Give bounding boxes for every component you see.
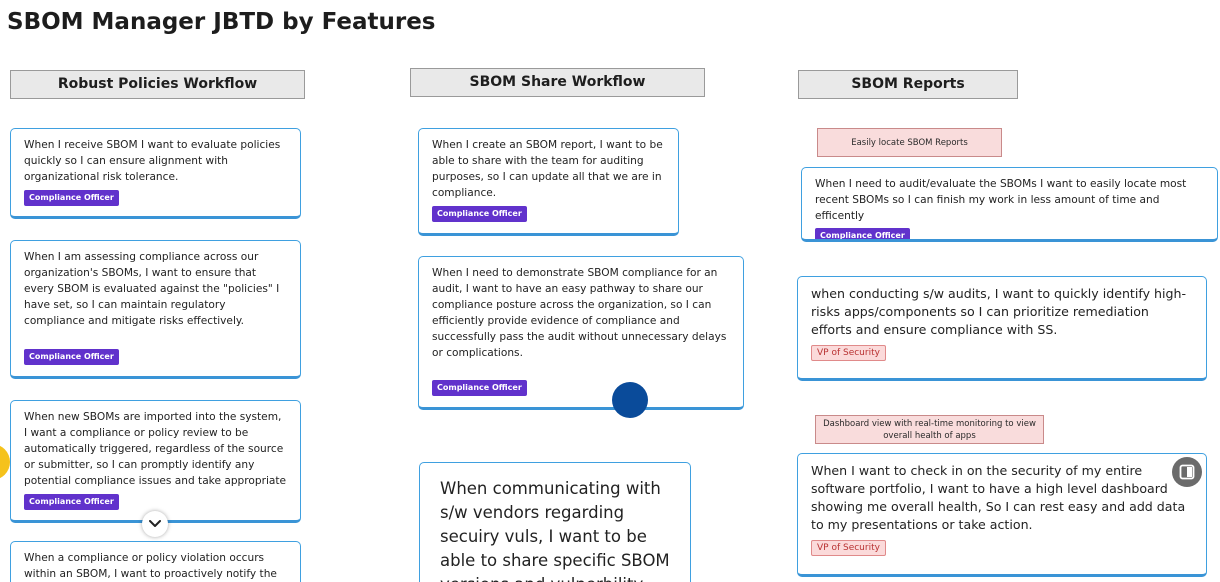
persona-tag[interactable]: Compliance Officer <box>24 190 119 206</box>
card-text: When I am assessing compliance across ou… <box>24 251 280 327</box>
side-panel-button[interactable] <box>1172 457 1202 487</box>
card-policies-violation[interactable]: When a compliance or policy violation oc… <box>10 541 301 582</box>
card-text: When new SBOMs are imported into the sys… <box>24 411 287 487</box>
collaborator-cursor <box>612 382 648 418</box>
card-text: When I want to check in on the security … <box>811 463 1186 532</box>
card-policies-assess[interactable]: When I am assessing compliance across ou… <box>10 240 301 379</box>
sticky-note-dashboard[interactable]: Dashboard view with real-time monitoring… <box>815 415 1044 444</box>
side-panel-icon <box>1179 464 1195 480</box>
card-share-report[interactable]: When I create an SBOM report, I want to … <box>418 128 679 236</box>
persona-tag[interactable]: Compliance Officer <box>432 380 527 396</box>
chevron-down-icon <box>149 520 161 527</box>
card-text: When a compliance or policy violation oc… <box>24 552 277 580</box>
persona-tag[interactable]: Compliance Officer <box>432 206 527 222</box>
card-text: When I need to audit/evaluate the SBOMs … <box>815 178 1187 222</box>
card-policies-evaluate[interactable]: When I receive SBOM I want to evaluate p… <box>10 128 301 219</box>
card-policies-import[interactable]: When new SBOMs are imported into the sys… <box>10 400 301 523</box>
persona-tag[interactable]: Compliance Officer <box>815 228 910 239</box>
persona-tag[interactable]: Compliance Officer <box>24 349 119 365</box>
card-text: when conducting s/w audits, I want to qu… <box>811 286 1187 337</box>
card-text: When I create an SBOM report, I want to … <box>432 139 663 199</box>
sticky-note-locate[interactable]: Easily locate SBOM Reports <box>817 128 1002 157</box>
persona-tag[interactable]: VP of Security <box>811 345 886 361</box>
page-title: SBOM Manager JBTD by Features <box>7 9 436 35</box>
card-text: When I receive SBOM I want to evaluate p… <box>24 139 281 183</box>
column-header-policies[interactable]: Robust Policies Workflow <box>10 70 305 99</box>
persona-tag[interactable]: Compliance Officer <box>24 494 119 510</box>
card-reports-locate[interactable]: When I need to audit/evaluate the SBOMs … <box>801 167 1218 242</box>
card-share-audit[interactable]: When I need to demonstrate SBOM complian… <box>418 256 744 410</box>
card-reports-dashboard[interactable]: When I want to check in on the security … <box>797 453 1207 577</box>
card-reports-audit[interactable]: when conducting s/w audits, I want to qu… <box>797 276 1207 381</box>
card-text: When communicating with s/w vendors rega… <box>440 479 670 582</box>
card-share-vendors[interactable]: When communicating with s/w vendors rega… <box>419 462 691 582</box>
column-header-share[interactable]: SBOM Share Workflow <box>410 68 705 97</box>
card-text: When I need to demonstrate SBOM complian… <box>432 267 727 359</box>
column-header-reports[interactable]: SBOM Reports <box>798 70 1018 99</box>
persona-tag[interactable]: VP of Security <box>811 540 886 556</box>
presence-indicator <box>0 444 10 480</box>
expand-card-button[interactable] <box>142 511 168 537</box>
